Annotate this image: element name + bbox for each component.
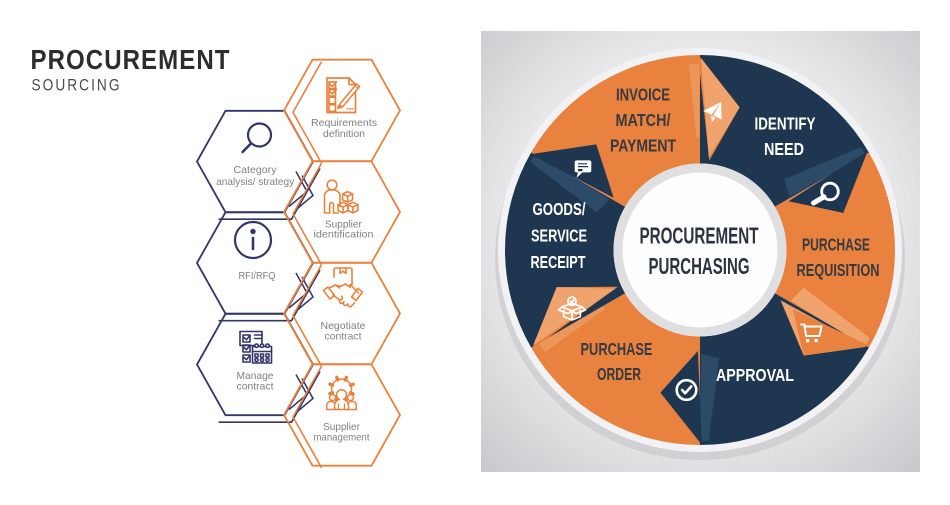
svg-text:GOODS/: GOODS/ — [533, 199, 586, 219]
svg-text:Manage: Manage — [237, 370, 274, 382]
svg-text:PROCUREMENT: PROCUREMENT — [640, 222, 759, 248]
svg-text:identification: identification — [314, 229, 374, 241]
svg-text:RECEIPT: RECEIPT — [531, 252, 586, 272]
svg-text:management: management — [314, 431, 370, 443]
svg-text:definition: definition — [323, 128, 365, 140]
svg-text:MATCH/: MATCH/ — [616, 110, 671, 130]
svg-text:REQUISITION: REQUISITION — [797, 260, 880, 280]
svg-text:NEED: NEED — [764, 139, 804, 159]
svg-text:analysis/ strategy: analysis/ strategy — [216, 176, 295, 188]
svg-text:RFI/RFQ: RFI/RFQ — [239, 270, 276, 282]
svg-text:Requirements: Requirements — [311, 117, 377, 129]
svg-text:contract: contract — [325, 330, 362, 342]
svg-text:PAYMENT: PAYMENT — [610, 135, 676, 155]
svg-text:PURCHASE: PURCHASE — [581, 339, 653, 359]
svg-text:PURCHASE: PURCHASE — [802, 234, 870, 254]
svg-text:PURCHASING: PURCHASING — [649, 253, 750, 279]
svg-text:Supplier: Supplier — [325, 219, 362, 231]
svg-text:PROCUREMENT: PROCUREMENT — [31, 44, 231, 75]
svg-text:SOURCING: SOURCING — [32, 76, 122, 95]
svg-text:Supplier: Supplier — [323, 421, 360, 433]
svg-text:ORDER: ORDER — [597, 364, 641, 384]
svg-text:IDENTIFY: IDENTIFY — [755, 113, 816, 133]
svg-text:APPROVAL: APPROVAL — [716, 365, 794, 385]
svg-text:Negotiate: Negotiate — [321, 320, 366, 332]
svg-text:contract: contract — [237, 381, 274, 393]
svg-text:Category: Category — [234, 164, 278, 176]
svg-text:SERVICE: SERVICE — [531, 225, 587, 245]
svg-text:INVOICE: INVOICE — [616, 84, 670, 104]
